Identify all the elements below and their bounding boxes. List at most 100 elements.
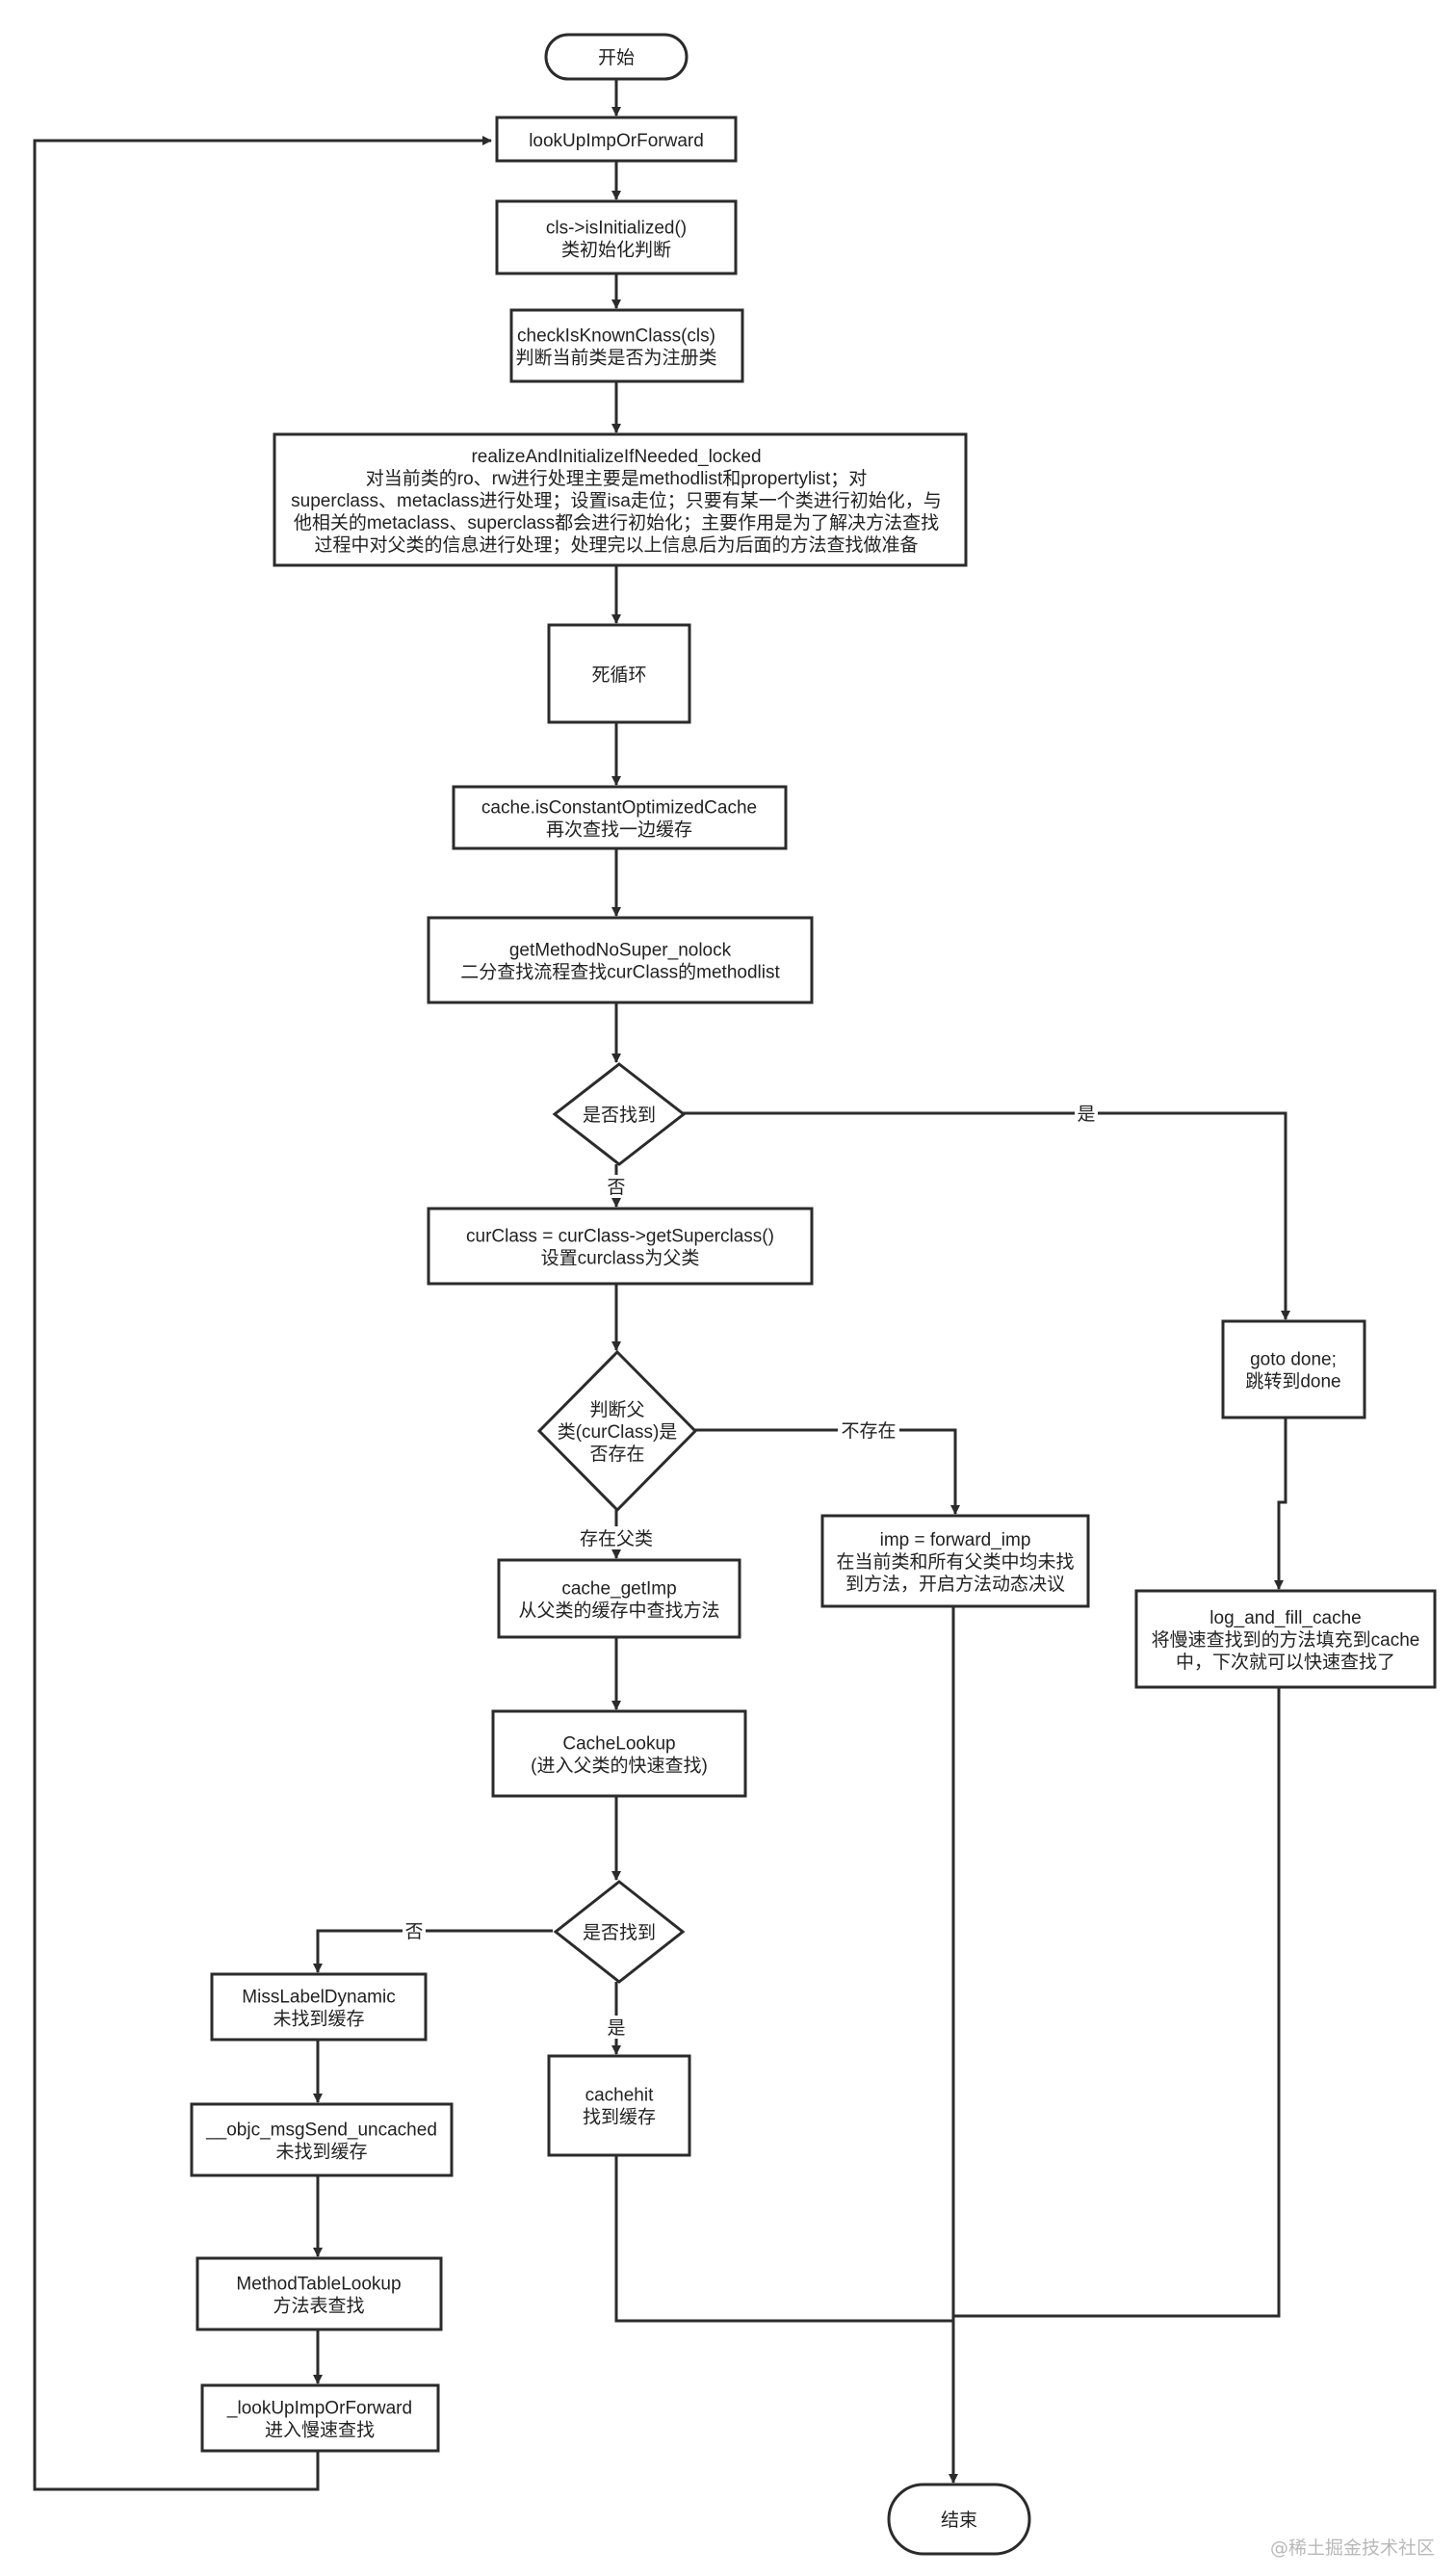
check-known-label: checkIsKnownClass(cls)判断当前类是否为注册类 <box>515 326 716 369</box>
cur-class-line-1: curClass = curClass->getSuperclass() <box>466 1227 774 1247</box>
found2-label: 是否找到 <box>583 1922 656 1943</box>
log-fill-line-3: 中，下次就可以快速查找了 <box>1176 1652 1395 1673</box>
realize-line-5: 过程中对父类的信息进行处理；处理完以上信息后为后面的方法查找做准备 <box>314 534 918 556</box>
cls-init-label: cls->isInitialized()类初始化判断 <box>546 219 687 261</box>
goto-done-box <box>1221 1319 1366 1419</box>
edge-lookup2-loopback <box>33 136 492 2491</box>
realize-line-4: 他相关的metaclass、superclass都会进行初始化；主要作用是为了解… <box>294 512 939 533</box>
realize-line-3: superclass、metaclass进行处理；设置isa走位；只要有某一个类… <box>291 490 942 511</box>
lookup-box <box>495 116 738 163</box>
cls-init-line-1: cls->isInitialized() <box>546 219 687 239</box>
cache-hit-line-1: cachehit <box>585 2086 654 2106</box>
cls-init-box <box>495 199 738 275</box>
cache-lookup-box <box>491 1709 747 1798</box>
msg-send-line-1: __objc_msgSend_uncached <box>205 2121 437 2141</box>
realize-line-2: 对当前类的ro、rw进行处理主要是methodlist和propertylist… <box>366 468 867 489</box>
cur-class-label: curClass = curClass->getSuperclass()设置cu… <box>466 1227 774 1269</box>
imp-forward-line-2: 在当前类和所有父类中均未找 <box>836 1551 1074 1573</box>
lookup-line-1: lookUpImpOrForward <box>529 131 704 151</box>
found2-line-1: 是否找到 <box>583 1922 656 1943</box>
super-exists-line-1: 判断父 <box>589 1399 644 1420</box>
lookup-label: lookUpImpOrForward <box>529 131 704 151</box>
cur-class-line-2: 设置curclass为父类 <box>541 1248 700 1269</box>
msg-send-box <box>190 2102 454 2177</box>
imp-forward-line-3: 到方法，开启方法动态决议 <box>845 1574 1065 1595</box>
check-known-line-1: checkIsKnownClass(cls) <box>517 326 715 347</box>
lookup2-line-2: 进入慢速查找 <box>265 2420 375 2441</box>
super-exists-line-2: 类(curClass)是 <box>558 1421 678 1443</box>
cur-class-box <box>427 1207 814 1286</box>
found1-label: 是否找到 <box>583 1105 656 1126</box>
goto-done-line-1: goto done; <box>1250 1350 1337 1370</box>
cache-getimp-line-2: 从父类的缓存中查找方法 <box>518 1600 719 1622</box>
cache-lookup-line-1: CacheLookup <box>562 1734 675 1755</box>
start-label: 开始 <box>598 47 635 68</box>
cache-hit-line-2: 找到缓存 <box>583 2107 656 2128</box>
end-line-1: 结束 <box>941 2510 977 2531</box>
goto-done-label: goto done;跳转到done <box>1245 1350 1340 1392</box>
cache-getimp-line-1: cache_getImp <box>561 1579 676 1600</box>
edge-label-found1-yes: 是 <box>1077 1105 1095 1125</box>
edge-label-found2-yes: 是 <box>607 2018 625 2039</box>
found1-line-1: 是否找到 <box>583 1105 656 1126</box>
edge-logfill-merge <box>953 1687 1281 2318</box>
log-fill-box <box>1134 1589 1437 1689</box>
cache-getimp-box <box>497 1558 741 1639</box>
cache-const-box <box>452 785 788 850</box>
check-known-box <box>509 308 744 383</box>
get-method-line-1: getMethodNoSuper_nolock <box>509 941 732 961</box>
miss-label-line-1: MissLabelDynamic <box>242 1988 395 2008</box>
cache-lookup-line-2: (进入父类的快速查找) <box>531 1756 708 1777</box>
cache-const-line-2: 再次查找一边缓存 <box>546 820 692 841</box>
log-fill-line-1: log_and_fill_cache <box>1209 1608 1361 1628</box>
method-table-line-2: 方法表查找 <box>273 2296 364 2317</box>
edge-label-found1-no: 否 <box>607 1178 625 1198</box>
start-terminator <box>544 33 689 81</box>
edge-gotodone-logfill <box>1274 1418 1287 1590</box>
super-exists-line-3: 否存在 <box>589 1444 644 1465</box>
edge-labels: 是 否 不存在 存在父类 否 是 <box>403 1102 1098 2039</box>
edge-found1-gotodone <box>682 1111 1290 1320</box>
super-exists-label: 判断父类(curClass)是否存在 <box>558 1399 678 1465</box>
loop-box <box>547 623 691 724</box>
super-exists-decision <box>536 1349 698 1513</box>
cache-lookup-label: CacheLookup(进入父类的快速查找) <box>531 1734 708 1777</box>
found1-decision <box>552 1062 687 1166</box>
edge-label-super-exist: 存在父类 <box>580 1528 653 1549</box>
edge-cachehit-merge <box>614 2155 953 2323</box>
method-table-box <box>195 2256 443 2331</box>
edge-found2-misslabel <box>313 1929 553 1973</box>
end-terminator <box>887 2483 1031 2556</box>
nodes: 开始 lookUpImpOrForward cls->isInitialized… <box>190 33 1437 2556</box>
miss-label-line-2: 未找到缓存 <box>273 2009 364 2030</box>
check-known-line-2: 判断当前类是否为注册类 <box>515 348 716 369</box>
get-method-line-2: 二分查找流程查找curClass的methodlist <box>460 962 780 983</box>
start-line-1: 开始 <box>598 47 635 68</box>
method-table-line-1: MethodTableLookup <box>236 2275 401 2295</box>
cache-hit-box <box>547 2054 691 2157</box>
realize-box <box>273 432 968 567</box>
imp-forward-box <box>820 1514 1090 1608</box>
log-fill-line-2: 将慢速查找到的方法填充到cache <box>1152 1629 1420 1651</box>
msg-send-line-2: 未找到缓存 <box>275 2142 367 2163</box>
edge-superexists-impforward <box>691 1428 960 1515</box>
edge-label-super-not-exist: 不存在 <box>841 1420 896 1442</box>
realize-line-1: realizeAndInitializeIfNeeded_locked <box>471 447 761 467</box>
edge-label-found2-no: 否 <box>404 1922 423 1942</box>
cache-const-line-1: cache.isConstantOptimizedCache <box>481 798 757 819</box>
loop-label: 死循环 <box>591 664 646 686</box>
watermark: @稀土掘金技术社区 <box>1270 2537 1435 2559</box>
loop-line-1: 死循环 <box>591 664 646 686</box>
